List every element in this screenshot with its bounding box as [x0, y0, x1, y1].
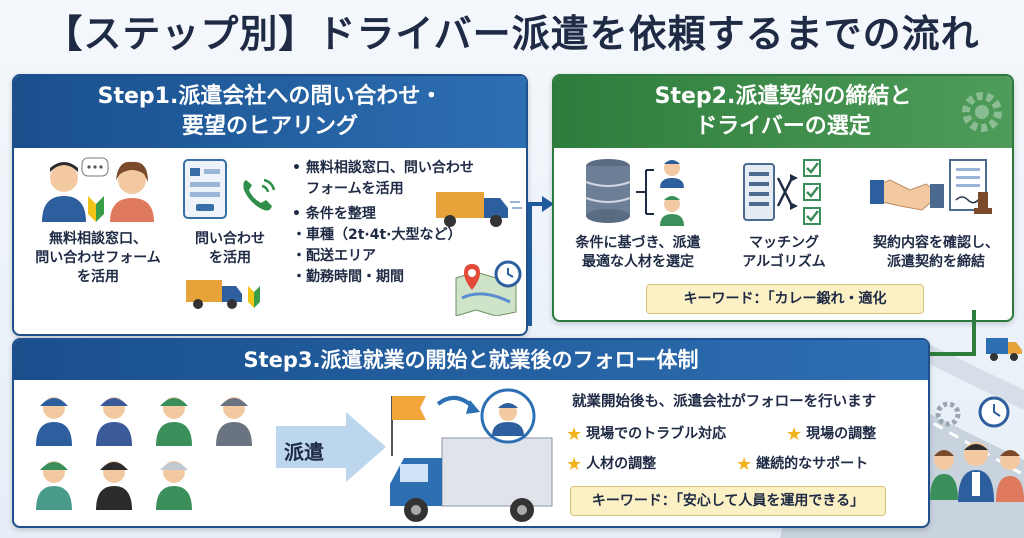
step1-heading-line2: 要望のヒアリング [181, 114, 358, 139]
contract-caption-line2: 派遣契約を締結 [887, 254, 985, 270]
flow-arrow-step1-to-step2 [528, 196, 554, 326]
step2-keyword: キーワード：「カレー鍛れ・適化 [646, 284, 924, 314]
bullet-consult-line1: • 無料相談窓口、問い合わせ [292, 160, 474, 176]
form-caption-line1: 問い合わせ [195, 231, 265, 247]
matching-caption: マッチング アルゴリズム [724, 234, 844, 272]
matching-caption-line2: アルゴリズム [742, 254, 826, 270]
database-people-icon [585, 159, 684, 226]
star-icon: ★ [736, 454, 753, 475]
consult-caption-line2: 問い合わせフォーム [35, 250, 161, 266]
star-icon: ★ [566, 424, 583, 445]
form-caption: 問い合わせ を活用 [172, 230, 288, 268]
consultation-people-icon [42, 157, 154, 222]
small-truck-icon [186, 280, 260, 309]
matching-algorithm-icon [743, 159, 821, 225]
delivery-truck-icon [436, 192, 522, 227]
support-staff-icon [930, 396, 1024, 502]
follow-point-1-label: 現場でのトラブル対応 [586, 426, 727, 442]
contract-caption: 契約内容を確認し、 派遣契約を締結 [858, 234, 1012, 272]
dispatch-arrow [276, 412, 386, 482]
step2-heading-line1: Step2.派遣契約の締結と [654, 84, 912, 109]
step2-panel: Step2.派遣契約の締結と ドライバーの選定 条件に基づき、派遣 最適な人材を… [552, 74, 1014, 322]
step3-panel: Step3.派遣就業の開始と就業後のフォロー体制 派遣 [12, 338, 930, 528]
star-icon: ★ [566, 454, 583, 475]
follow-description: 就業開始後も、派遣会社がフォローを行います [572, 394, 877, 410]
follow-point-4-label: 継続的なサポート [756, 456, 869, 472]
step3-header: Step3.派遣就業の開始と就業後のフォロー体制 [14, 340, 928, 380]
bullet-consult-line2: フォームを活用 [306, 181, 404, 197]
star-icon: ★ [786, 424, 803, 445]
road-truck-icon [986, 338, 1022, 361]
inquiry-form-icon [183, 159, 227, 219]
follow-point-2: ★ 現場の調整 [786, 424, 876, 445]
condition-hours: ・勤務時間・期間 [292, 269, 404, 285]
dispatch-truck-icon [390, 388, 553, 522]
dispatch-label: 派遣 [284, 440, 324, 464]
follow-point-3-label: 人材の調整 [586, 456, 657, 472]
form-caption-line2: を活用 [209, 250, 251, 266]
select-caption-line1: 条件に基づき、派遣 [575, 235, 701, 251]
consult-caption: 無料相談窓口、 問い合わせフォーム を活用 [18, 230, 178, 287]
step1-bullet-list: • 無料相談窓口、問い合わせ フォームを活用 • 条件を整理 ・車種（2t·4t… [292, 158, 524, 288]
follow-point-2-label: 現場の調整 [806, 426, 877, 442]
consult-caption-line1: 無料相談窓口、 [49, 231, 147, 247]
bullet-conditions: • 条件を整理 [292, 206, 376, 222]
follow-point-4: ★ 継続的なサポート [736, 454, 868, 475]
consult-caption-line3: を活用 [77, 269, 119, 285]
handshake-contract-icon [870, 159, 992, 214]
step1-panel: Step1.派遣会社への問い合わせ・ 要望のヒアリング 無料相談窓口、 問い合わ… [12, 74, 528, 336]
step2-heading-line2: ドライバーの選定 [695, 114, 871, 139]
phone-icon [243, 178, 276, 211]
step1-header: Step1.派遣会社への問い合わせ・ 要望のヒアリング [14, 76, 526, 148]
condition-area: ・配送エリア [292, 248, 376, 264]
map-pin-icon [455, 260, 522, 316]
step3-keyword: キーワード：「安心して人員を運用できる」 [570, 486, 886, 516]
follow-point-3: ★ 人材の調整 [566, 454, 656, 475]
gear-icon [962, 92, 1002, 132]
step2-header: Step2.派遣契約の締結と ドライバーの選定 [554, 76, 1012, 148]
select-caption-line2: 最適な人材を選定 [582, 254, 694, 270]
step1-heading-line1: Step1.派遣会社への問い合わせ・ [97, 84, 443, 109]
contract-caption-line1: 契約内容を確認し、 [873, 235, 999, 251]
select-caption: 条件に基づき、派遣 最適な人材を選定 [558, 234, 718, 272]
page-title: 【ステップ別】ドライバー派遣を依頼するまでの流れ [44, 12, 980, 56]
matching-caption-line1: マッチング [749, 235, 819, 251]
driver-group-icon [36, 397, 252, 510]
condition-vehicle: ・車種（2t·4t·大型など） [292, 227, 462, 243]
follow-point-1: ★ 現場でのトラブル対応 [566, 424, 726, 445]
